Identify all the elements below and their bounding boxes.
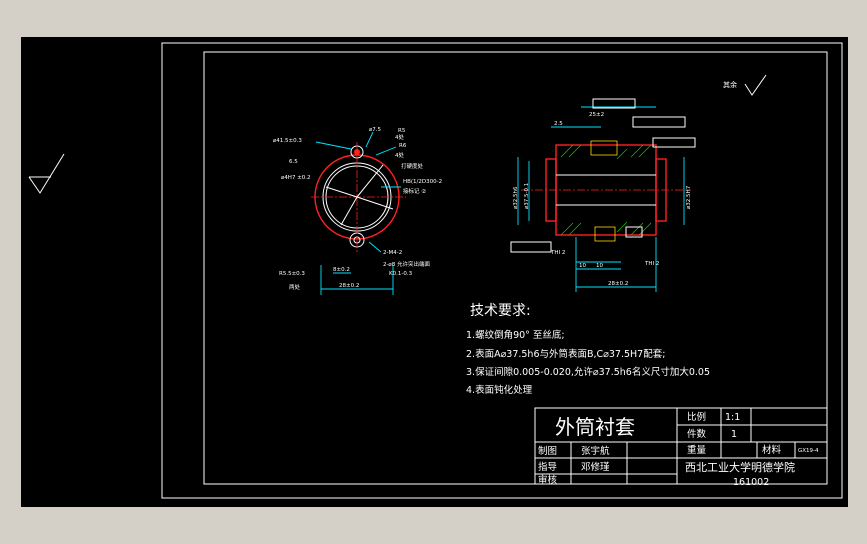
dim-label: R6: [399, 143, 407, 149]
outer-border: [161, 42, 843, 499]
dim-label: R5.5±0.3: [279, 271, 305, 277]
drawing-canvas: 其余 ⌀41.5±0.3 ⌀7.5 R5 4处 R6 4处 6.5 打硬度处 ⌀…: [21, 37, 848, 507]
material-label: 材料: [762, 444, 782, 456]
dim-label: K0.1-0.3: [389, 271, 413, 277]
dim-label: HB(1/2D300-2: [403, 179, 442, 185]
drawn-by: 张宇航: [581, 445, 610, 457]
dim-label: THI 2: [644, 261, 659, 267]
dim-label: 2-⌀8 允许突出端面: [383, 260, 431, 268]
dim-label: ⌀32.5H7: [686, 185, 692, 209]
dim-label: 接标记 ②: [403, 187, 426, 195]
cad-drawing: 其余 ⌀41.5±0.3 ⌀7.5 R5 4处 R6 4处 6.5 打硬度处 ⌀…: [28, 42, 843, 499]
dim-label: 6.5: [289, 159, 298, 165]
inner-border: [203, 51, 828, 485]
dim-label: 2.5: [554, 121, 563, 127]
dim-label: ⌀41.5±0.3: [273, 138, 302, 144]
school-name: 西北工业大学明德学院: [685, 460, 795, 474]
dim-label: 打硬度处: [401, 162, 424, 170]
front-view: [311, 131, 406, 295]
dim-label: 28±0.2: [608, 281, 628, 287]
scale-label: 比例: [687, 411, 706, 423]
dim-label: 28±0.2: [339, 283, 359, 289]
drawn-label: 制图: [538, 445, 557, 457]
qty-value: 1: [731, 429, 737, 440]
dim-label: 两处: [289, 283, 301, 291]
dim-label: ⌀7.5: [369, 127, 382, 133]
dim-label: 4处: [395, 151, 404, 159]
dim-label: 25±2: [589, 112, 604, 118]
part-name: 外筒衬套: [555, 415, 635, 439]
drawing-number: 161002: [733, 477, 769, 488]
other-surfaces-note: 其余: [723, 80, 737, 89]
dim-label: 8±0.2: [333, 267, 350, 273]
dim-label: 2-M4-2: [383, 250, 402, 256]
dim-label: R5: [398, 128, 406, 134]
guided-by: 邓修瑾: [581, 461, 610, 473]
guided-label: 指导: [538, 461, 557, 473]
tech-requirement-item: 4.表面钝化处理: [466, 384, 533, 396]
dim-label: ⌀37.5-0.1: [524, 183, 530, 209]
dim-label: ⌀32.5h6: [513, 186, 519, 209]
scale-value: 1:1: [725, 412, 740, 423]
tech-requirement-item: 1.螺纹倒角90° 至丝底;: [466, 329, 565, 341]
dim-label: 10: [596, 263, 603, 269]
tech-requirement-item: 3.保证间隙0.005-0.020,允许⌀37.5h6名义尺寸加大0.05: [466, 366, 710, 378]
qty-label: 件数: [687, 428, 707, 440]
title-block: [534, 407, 828, 485]
section-view: [510, 98, 696, 292]
dim-label: 10: [579, 263, 586, 269]
dim-label: THI 2: [550, 250, 565, 256]
review-label: 审核: [538, 474, 558, 486]
tech-requirements-title: 技术要求:: [470, 303, 531, 319]
tech-requirement-item: 2.表面A⌀37.5h6与外筒表面B,C⌀37.5H7配套;: [466, 348, 665, 360]
dim-label: ⌀4H7 ±0.2: [281, 175, 311, 181]
roughness-symbol-small: [744, 74, 767, 96]
weight-label: 重量: [687, 444, 707, 456]
material-value: GX19-4: [798, 448, 819, 454]
dim-label: 4处: [395, 133, 404, 141]
roughness-symbol-large: [28, 153, 65, 194]
